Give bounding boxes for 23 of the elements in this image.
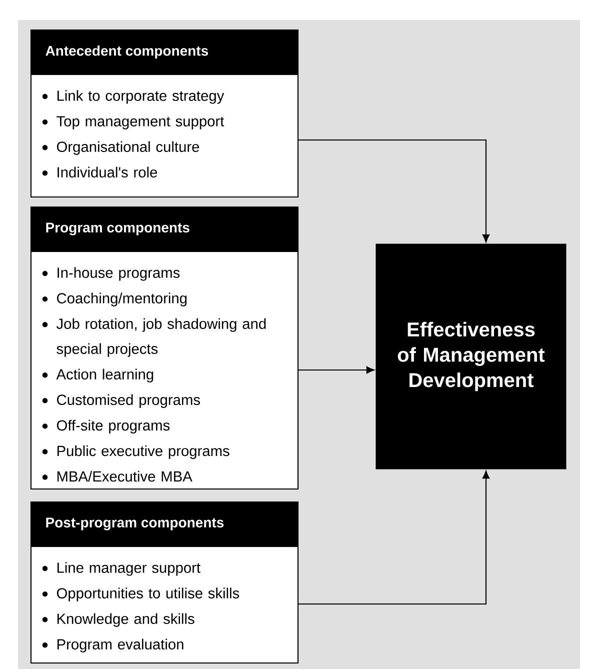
bullet-item: Action learning bbox=[42, 368, 154, 382]
box-heading: Antecedent components bbox=[46, 45, 208, 59]
outcome-box: Effectiveness of Management Development bbox=[376, 244, 566, 470]
bullet-item: Individual's role bbox=[42, 166, 158, 178]
box-heading: Post-program components bbox=[46, 518, 224, 530]
bullet-item: Program evaluation bbox=[42, 638, 184, 652]
bullet-item: In-house programs bbox=[42, 267, 180, 281]
arrow bbox=[298, 366, 374, 374]
bullet-item: Opportunities to utilise skills bbox=[42, 588, 240, 602]
arrow bbox=[298, 139, 490, 242]
bullet-item: Job rotation, job shadowing and special projects bbox=[42, 318, 266, 357]
bullet-item: MBA/Executive MBA bbox=[42, 470, 192, 482]
box-heading: Program components bbox=[46, 222, 190, 236]
bullet-item: Customised programs bbox=[42, 394, 200, 408]
bullet-item: Organisational culture bbox=[42, 141, 200, 155]
arrow bbox=[298, 470, 490, 605]
bullet-item: Knowledge and skills bbox=[42, 613, 194, 627]
bullet-item: Off-site programs bbox=[42, 420, 170, 434]
bullet-item: Public executive programs bbox=[42, 445, 230, 459]
bullet-item: Top management support bbox=[42, 116, 224, 130]
bullet-item: Coaching/mentoring bbox=[42, 292, 187, 306]
bullet-item: Link to corporate strategy bbox=[42, 90, 224, 104]
bullet-item: Line manager support bbox=[42, 562, 200, 576]
